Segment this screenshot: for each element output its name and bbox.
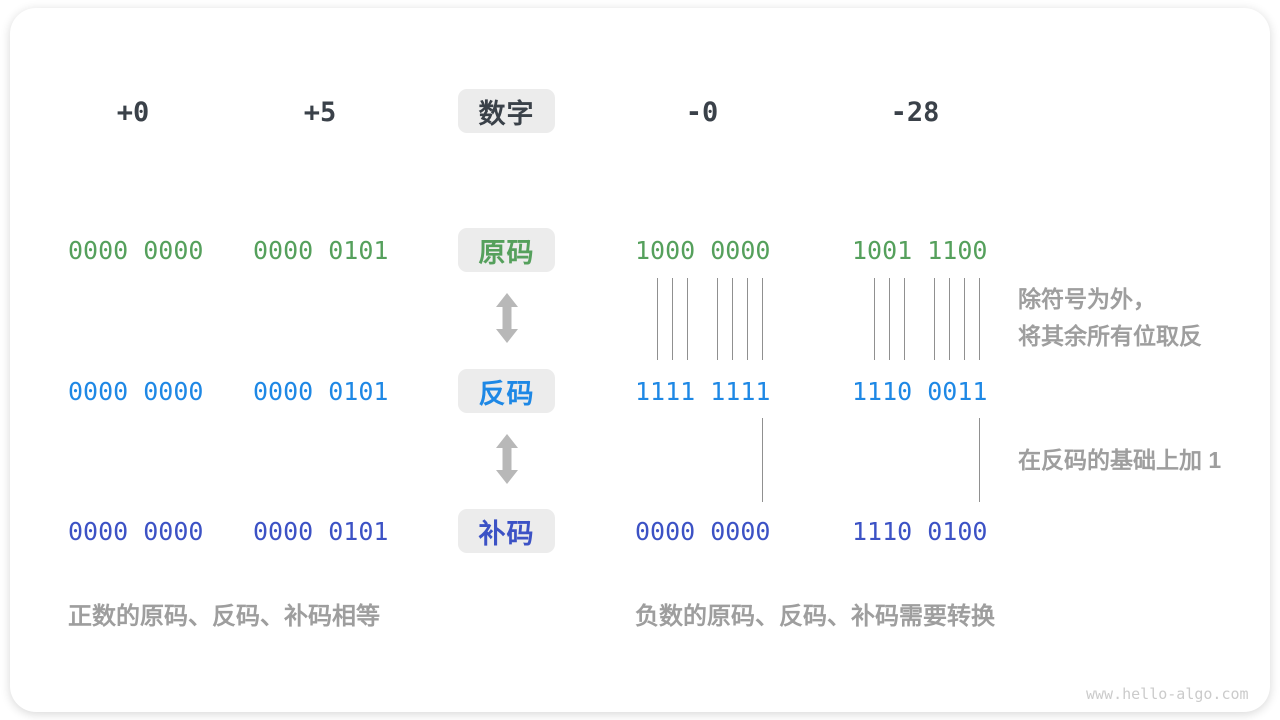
binary-sign-minus28: 1001 1100: [852, 236, 988, 265]
watermark: www.hello-algo.com: [1086, 685, 1249, 703]
binary-ones-minus28: 1110 0011: [852, 377, 988, 406]
header-number-plus0: +0: [116, 97, 150, 128]
bit-flip-line: [934, 278, 935, 360]
bit-flip-line: [657, 278, 658, 360]
binary-sign-plus0: 0000 0000: [68, 236, 204, 265]
caption-positive: 正数的原码、反码、补码相等: [68, 603, 380, 630]
annotation-flip-line2: 将其余所有位取反: [1018, 323, 1202, 349]
binary-twos-plus5: 0000 0101: [253, 517, 389, 546]
carry-line: [762, 418, 763, 502]
bit-flip-line: [979, 278, 980, 360]
binary-twos-minus28: 1110 0100: [852, 517, 988, 546]
binary-ones-minus0: 1111 1111: [635, 377, 771, 406]
header-label-number: 数字: [458, 89, 555, 133]
row-label-ones-complement: 反码: [458, 369, 555, 413]
binary-twos-plus0: 0000 0000: [68, 517, 204, 546]
binary-twos-minus0: 0000 0000: [635, 517, 771, 546]
bit-flip-line: [747, 278, 748, 360]
binary-sign-minus0: 1000 0000: [635, 236, 771, 265]
header-number-minus0: -0: [685, 97, 719, 128]
binary-ones-plus0: 0000 0000: [68, 377, 204, 406]
bit-flip-line: [949, 278, 950, 360]
carry-line: [979, 418, 980, 502]
bit-flip-line: [874, 278, 875, 360]
bit-flip-line: [762, 278, 763, 360]
annotation-flip-line1: 除符号为外，: [1018, 286, 1156, 312]
annotation-add-one: 在反码的基础上加 1: [1018, 447, 1222, 473]
bit-flip-line: [904, 278, 905, 360]
figure-card: +0 +5 数字 -0 -28 0000 0000 0000 0101 原码 1…: [10, 8, 1270, 712]
binary-sign-plus5: 0000 0101: [253, 236, 389, 265]
bit-flip-line: [889, 278, 890, 360]
row-label-twos-complement: 补码: [458, 509, 555, 553]
header-number-plus5: +5: [303, 97, 337, 128]
bit-flip-line: [732, 278, 733, 360]
binary-ones-plus5: 0000 0101: [253, 377, 389, 406]
updown-arrow-icon: [496, 293, 518, 343]
caption-negative: 负数的原码、反码、补码需要转换: [635, 603, 995, 630]
bit-flip-line: [717, 278, 718, 360]
bit-flip-line: [964, 278, 965, 360]
bit-flip-line: [672, 278, 673, 360]
header-number-minus28: -28: [890, 97, 940, 128]
bit-flip-line: [687, 278, 688, 360]
row-label-sign-magnitude: 原码: [458, 228, 555, 272]
updown-arrow-icon: [496, 434, 518, 484]
